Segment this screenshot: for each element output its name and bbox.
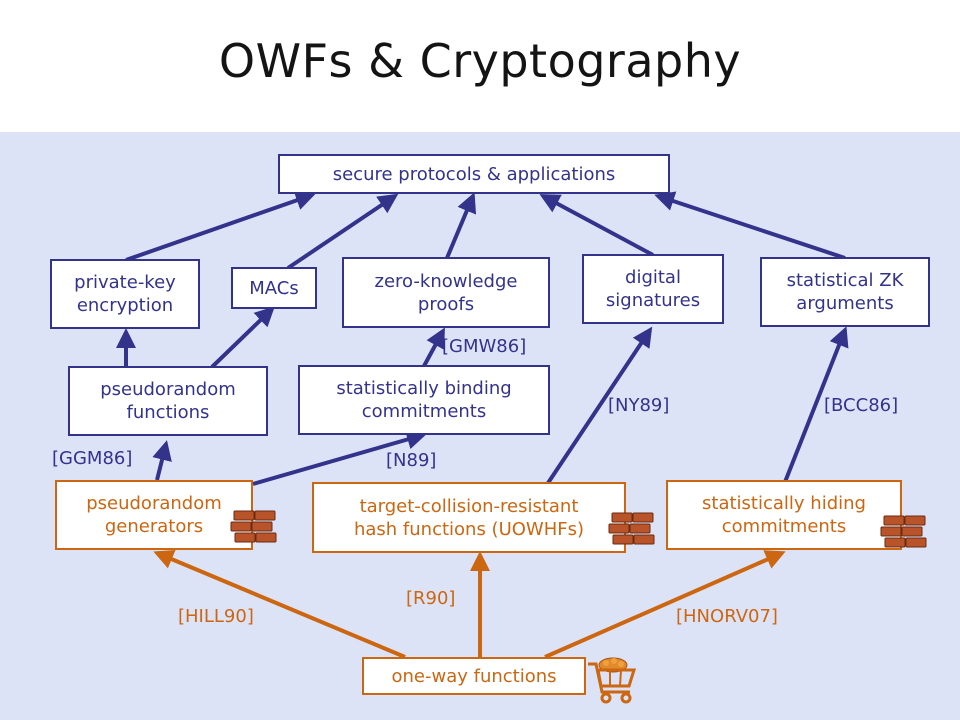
node-target-collision-resistant: target-collision-resistant hash function… xyxy=(312,482,626,553)
node-owf-label: one-way functions xyxy=(391,665,557,687)
node-shc-line1: statistically hiding xyxy=(702,493,866,514)
node-prf-line1: pseudorandom xyxy=(100,379,236,400)
cite-hill90: [HILL90] xyxy=(178,606,254,627)
node-secure-protocols: secure protocols & applications xyxy=(278,154,670,194)
node-macs-label: MACs xyxy=(249,277,299,299)
node-shc-line2: commitments xyxy=(721,516,847,537)
node-one-way-functions: one-way functions xyxy=(362,657,586,695)
edge-prg-sbc xyxy=(252,429,427,486)
node-statistical-zk-arguments: statistical ZK arguments xyxy=(760,257,930,327)
edge-tcr-ds xyxy=(546,326,653,485)
node-szk-line1: statistical ZK xyxy=(786,270,904,291)
node-tcr-line1: target-collision-resistant xyxy=(359,495,579,517)
brick-wall-icon xyxy=(608,512,655,545)
edge-zk-secure xyxy=(445,192,477,259)
node-zero-knowledge-proofs: zero-knowledge proofs xyxy=(342,257,550,328)
node-private-key-encryption: private-key encryption xyxy=(50,259,200,329)
node-secure-protocols-label: secure protocols & applications xyxy=(332,163,616,185)
cite-ggm86: [GGM86] xyxy=(52,448,133,469)
node-prg-line1: pseudorandom xyxy=(86,493,222,514)
brick-wall-icon xyxy=(880,515,927,548)
cite-n89: [N89] xyxy=(386,450,437,471)
node-prg-line2: generators xyxy=(104,516,204,537)
edge-sbc-zk xyxy=(422,327,445,367)
node-pseudorandom-functions: pseudorandom functions xyxy=(68,366,268,436)
node-pseudorandom-generators: pseudorandom generators xyxy=(55,480,253,550)
edge-macs-secure xyxy=(286,193,399,270)
shopping-cart-icon xyxy=(588,657,637,704)
brick-wall-icon xyxy=(230,510,277,543)
node-statistically-hiding-commitments: statistically hiding commitments xyxy=(666,480,902,550)
node-ds-line1: digital xyxy=(625,267,681,288)
node-tcr-line2: hash functions (UOWHFs) xyxy=(353,518,585,540)
edge-ds-secure xyxy=(539,194,654,257)
node-sbc-line2: commitments xyxy=(361,401,487,422)
edge-shc-szk xyxy=(783,326,849,483)
node-private-key-line2: encryption xyxy=(76,295,174,316)
edge-prg-prf xyxy=(152,440,172,481)
node-macs: MACs xyxy=(231,267,317,309)
node-sbc-line1: statistically binding xyxy=(336,378,512,399)
node-zk-line1: zero-knowledge xyxy=(374,270,518,292)
node-ds-line2: signatures xyxy=(605,290,701,311)
cite-bcc86: [BCC86] xyxy=(824,395,899,416)
node-private-key-line1: private-key xyxy=(74,272,176,293)
edge-szk-secure xyxy=(654,191,846,260)
node-szk-line2: arguments xyxy=(796,293,894,314)
cite-hnorv07: [HNORV07] xyxy=(676,606,778,627)
edge-owf-prg xyxy=(153,549,406,659)
node-zk-line2: proofs xyxy=(417,293,475,315)
slide-title: OWFs & Cryptography xyxy=(218,34,742,88)
edge-pke-secure xyxy=(125,190,316,262)
node-statistically-binding-commitments: statistically binding commitments xyxy=(298,365,550,435)
edge-owf-shc xyxy=(544,550,786,659)
node-digital-signatures: digital signatures xyxy=(582,254,724,324)
cite-gmw86: [GMW86] xyxy=(442,336,527,357)
cite-ny89: [NY89] xyxy=(608,395,670,416)
node-prf-line2: functions xyxy=(126,402,210,423)
cite-r90: [R90] xyxy=(406,588,456,609)
edge-prf-macs xyxy=(210,306,275,369)
